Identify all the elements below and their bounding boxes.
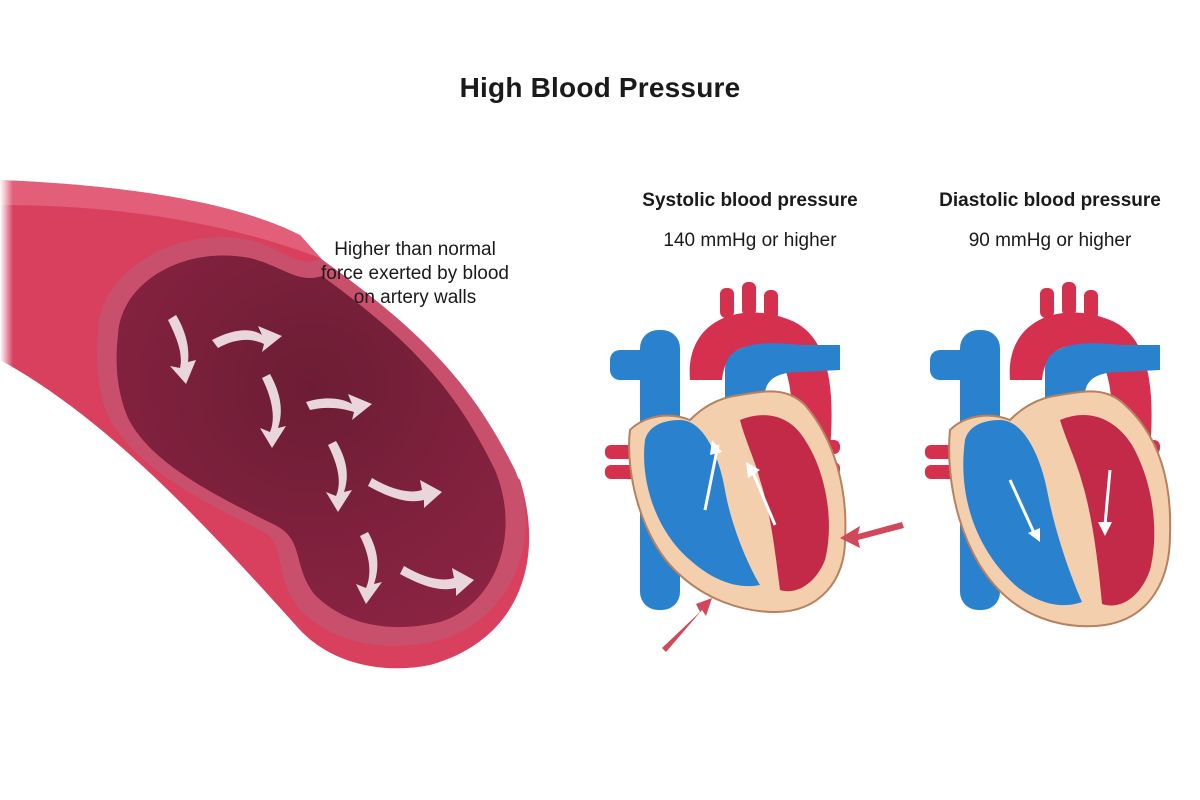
flow-arrow <box>356 532 382 604</box>
systolic-heading: Systolic blood pressure <box>642 190 858 211</box>
flow-arrow <box>168 315 196 384</box>
flow-arrow <box>306 394 372 420</box>
systolic-header: Systolic blood pressure 140 mmHg or high… <box>610 190 890 252</box>
flow-arrow <box>212 326 282 352</box>
flow-arrow <box>260 374 286 448</box>
heart-systolic <box>605 282 904 652</box>
pressure-arrow <box>662 598 712 652</box>
pressure-arrow <box>840 522 904 548</box>
artery-caption: Higher than normal force exerted by bloo… <box>290 238 540 310</box>
artery-caption-line: on artery walls <box>353 287 477 308</box>
diastolic-heading: Diastolic blood pressure <box>939 190 1161 211</box>
artery-caption-line: Higher than normal <box>334 239 496 260</box>
diastolic-header: Diastolic blood pressure 90 mmHg or high… <box>910 190 1190 252</box>
diagram-title: High Blood Pressure <box>459 72 741 103</box>
diastolic-value: 90 mmHg or higher <box>968 230 1132 251</box>
artery-caption-line: force exerted by blood <box>320 263 509 284</box>
heart-diastolic <box>925 282 1172 628</box>
flow-arrow <box>326 441 352 512</box>
flow-arrow <box>400 566 474 596</box>
systolic-value: 140 mmHg or higher <box>663 230 837 251</box>
flow-arrow <box>368 478 442 508</box>
